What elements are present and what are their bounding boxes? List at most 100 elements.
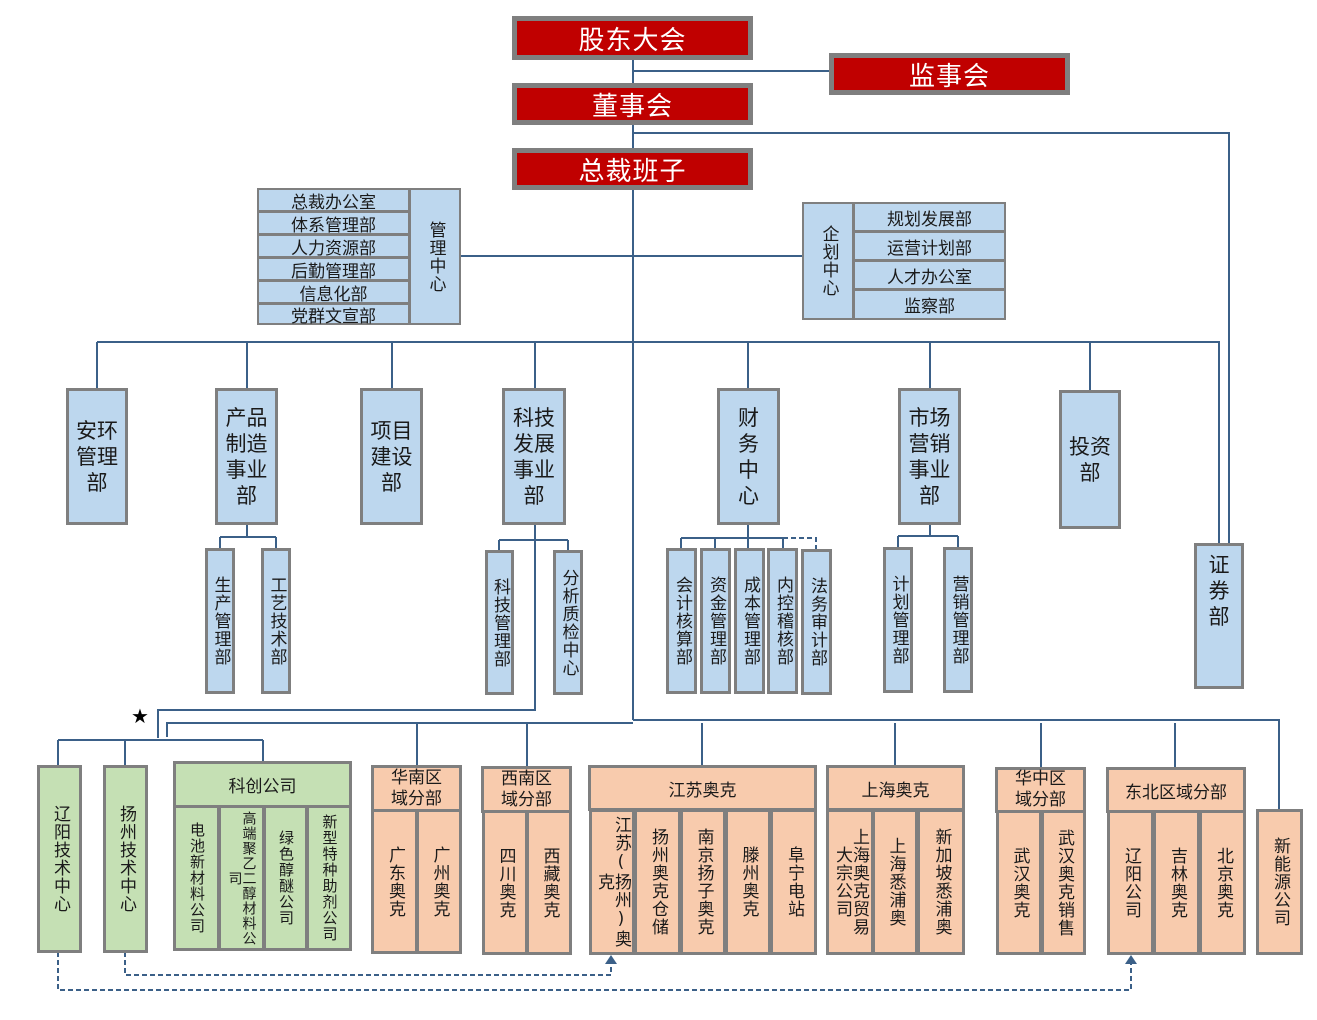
planning-item[interactable]: 运营计划部 bbox=[853, 231, 1006, 261]
branch-label-line: 域分部 bbox=[501, 789, 552, 810]
dept-manufacturing[interactable]: 产品 制造 事业 部 bbox=[215, 388, 278, 525]
supervisory-board[interactable]: 监事会 bbox=[829, 53, 1070, 95]
planning-item[interactable]: 规划发展部 bbox=[853, 202, 1006, 232]
mgmt-item[interactable]: 后勤管理部 bbox=[257, 257, 410, 282]
dept-project-construction[interactable]: 项目 建设 部 bbox=[360, 388, 423, 525]
subsidiary-company[interactable]: 上海奥克贸易 大宗公司 bbox=[826, 809, 874, 955]
new-energy-company[interactable]: 新能源公司 bbox=[1256, 809, 1303, 955]
mgmt-item[interactable]: 信息化部 bbox=[257, 280, 410, 305]
subsidiary-label: 辽阳公司 bbox=[1121, 846, 1141, 919]
sub-dept[interactable]: 资金管理部 bbox=[700, 548, 731, 694]
subsidiary-company[interactable]: 武汉奥克销售 bbox=[1041, 810, 1086, 955]
sub-dept-label: 分析质检中心 bbox=[558, 568, 579, 677]
subsidiary-company[interactable]: 上海悉浦奥 bbox=[872, 809, 918, 955]
central-china-branch[interactable]: 华中区 域分部 bbox=[995, 767, 1086, 813]
subsidiary-company[interactable]: 广东奥克 bbox=[371, 809, 418, 954]
sub-dept-label: 计划管理部 bbox=[888, 575, 909, 665]
kechuang-sub[interactable]: 电池新材料公司 bbox=[173, 805, 220, 951]
dept-label-line: 管理 bbox=[76, 444, 118, 469]
subsidiary-company[interactable]: 滕州奥克 bbox=[725, 809, 771, 955]
mgmt-item-label: 党群文宣部 bbox=[291, 306, 376, 327]
sub-dept[interactable]: 分析质检中心 bbox=[553, 550, 583, 695]
sub-dept[interactable]: 生产管理部 bbox=[205, 548, 235, 694]
planning-item-label: 规划发展部 bbox=[887, 209, 972, 230]
subsidiary-label: 武汉奥克销售 bbox=[1054, 828, 1074, 937]
subsidiary-company[interactable]: 北京奥克 bbox=[1199, 810, 1246, 955]
branch-label-line: 华中区 bbox=[1015, 769, 1066, 789]
yangzhou-tech-center[interactable]: 扬州技术中心 bbox=[103, 765, 148, 953]
kechuang-sub-label: 高端聚乙二醇材料公司 bbox=[226, 810, 257, 946]
branch-label: 江苏奥克 bbox=[668, 780, 737, 801]
subsidiary-company[interactable]: 江苏(扬州)奥克 bbox=[589, 809, 635, 955]
sub-dept-label: 工艺技术部 bbox=[266, 576, 287, 666]
shareholders-label: 股东大会 bbox=[578, 25, 687, 56]
subsidiary-company[interactable]: 扬州奥克仓储 bbox=[634, 809, 681, 955]
sub-dept-label: 会计核算部 bbox=[672, 576, 692, 666]
board-of-directors[interactable]: 董事会 bbox=[512, 83, 753, 125]
south-china-branch[interactable]: 华南区 域分部 bbox=[371, 765, 462, 812]
management-center-label-box[interactable]: 管理中心 bbox=[409, 188, 461, 325]
northeast-branch[interactable]: 东北区域分部 bbox=[1106, 767, 1246, 813]
executive-team[interactable]: 总裁班子 bbox=[512, 148, 753, 190]
sub-dept[interactable]: 工艺技术部 bbox=[261, 548, 291, 694]
shareholders-meeting[interactable]: 股东大会 bbox=[512, 16, 753, 60]
sub-dept[interactable]: 科技管理部 bbox=[485, 550, 514, 695]
mgmt-item[interactable]: 人力资源部 bbox=[257, 234, 410, 259]
kechuang-sub[interactable]: 高端聚乙二醇材料公司 bbox=[218, 805, 265, 951]
executive-label: 总裁班子 bbox=[578, 156, 687, 187]
planning-center-label-box[interactable]: 企划中心 bbox=[802, 202, 854, 320]
mgmt-item[interactable]: 党群文宣部 bbox=[257, 303, 410, 327]
kechuang-sub[interactable]: 绿色醇醚公司 bbox=[263, 805, 308, 951]
subsidiary-label: 四川奥克 bbox=[495, 846, 516, 919]
liaoyang-tech-center[interactable]: 辽阳技术中心 bbox=[37, 765, 82, 953]
sub-dept[interactable]: 内控稽核部 bbox=[767, 548, 798, 694]
shanghai-oxiranchem[interactable]: 上海奥克 bbox=[826, 765, 965, 811]
branch-label: 东北区域分部 bbox=[1125, 782, 1227, 803]
subsidiary-label: 扬州奥克仓储 bbox=[648, 828, 668, 936]
branch-label-line: 西南区 bbox=[501, 768, 552, 789]
dept-marketing[interactable]: 市场 营销 事业 部 bbox=[898, 388, 961, 525]
subsidiary-company[interactable]: 吉林奥克 bbox=[1153, 810, 1200, 955]
kechuang-company[interactable]: 科创公司 bbox=[173, 761, 352, 808]
sub-dept[interactable]: 法务审计部 bbox=[801, 549, 832, 695]
dept-label-line: 市场 bbox=[908, 405, 951, 430]
sub-dept[interactable]: 计划管理部 bbox=[883, 547, 913, 693]
mgmt-item[interactable]: 总裁办公室 bbox=[257, 188, 410, 213]
planning-item[interactable]: 人才办公室 bbox=[853, 260, 1006, 290]
sub-dept[interactable]: 成本管理部 bbox=[734, 548, 765, 694]
subsidiary-label: 武汉奥克 bbox=[1009, 846, 1030, 919]
subsidiary-label: 广东奥克 bbox=[385, 845, 405, 918]
subsidiary-company[interactable]: 西藏奥克 bbox=[526, 810, 572, 955]
subsidiary-company[interactable]: 新加坡悉浦奥 bbox=[917, 809, 965, 955]
tech-center-label: 扬州技术中心 bbox=[116, 805, 136, 913]
mgmt-item[interactable]: 体系管理部 bbox=[257, 211, 410, 236]
dept-label-line: 财 bbox=[738, 405, 759, 430]
subsidiary-company[interactable]: 广州奥克 bbox=[416, 809, 462, 954]
southwest-branch[interactable]: 西南区 域分部 bbox=[481, 766, 572, 813]
dept-safety-env[interactable]: 安环 管理 部 bbox=[66, 388, 128, 525]
sub-dept-label: 资金管理部 bbox=[706, 576, 726, 666]
subsidiary-label: 北京奥克 bbox=[1213, 846, 1233, 919]
planning-item[interactable]: 监察部 bbox=[853, 289, 1006, 320]
sub-dept[interactable]: 会计核算部 bbox=[666, 548, 697, 694]
subsidiary-company[interactable]: 南京扬子奥克 bbox=[680, 809, 726, 955]
dept-investment[interactable]: 投资 部 bbox=[1059, 390, 1121, 529]
subsidiary-company[interactable]: 四川奥克 bbox=[482, 810, 528, 955]
sub-dept[interactable]: 营销管理部 bbox=[943, 547, 973, 693]
dept-tech-development[interactable]: 科技 发展 事业 部 bbox=[502, 388, 566, 525]
kechuang-label: 科创公司 bbox=[228, 777, 297, 797]
subsidiary-company[interactable]: 辽阳公司 bbox=[1107, 810, 1154, 955]
star-icon: ★ bbox=[131, 704, 149, 728]
dept-finance-center[interactable]: 财 务 中 心 bbox=[717, 388, 780, 525]
dept-label-line: 部 bbox=[236, 483, 257, 508]
subsidiary-company[interactable]: 武汉奥克 bbox=[996, 810, 1042, 955]
kechuang-sub[interactable]: 新型特种助剂公司 bbox=[306, 805, 352, 951]
sub-dept-label: 法务审计部 bbox=[807, 577, 827, 667]
subsidiary-label: 吉林奥克 bbox=[1167, 846, 1187, 919]
dept-label-line: 心 bbox=[738, 483, 759, 508]
subsidiary-company[interactable]: 阜宁电站 bbox=[770, 809, 817, 955]
dept-label-line: 事业 bbox=[225, 457, 268, 482]
dept-securities[interactable]: 证 券 部 bbox=[1194, 543, 1244, 689]
mgmt-item-label: 人力资源部 bbox=[291, 238, 376, 259]
jiangsu-oxiranchem[interactable]: 江苏奥克 bbox=[588, 765, 817, 811]
